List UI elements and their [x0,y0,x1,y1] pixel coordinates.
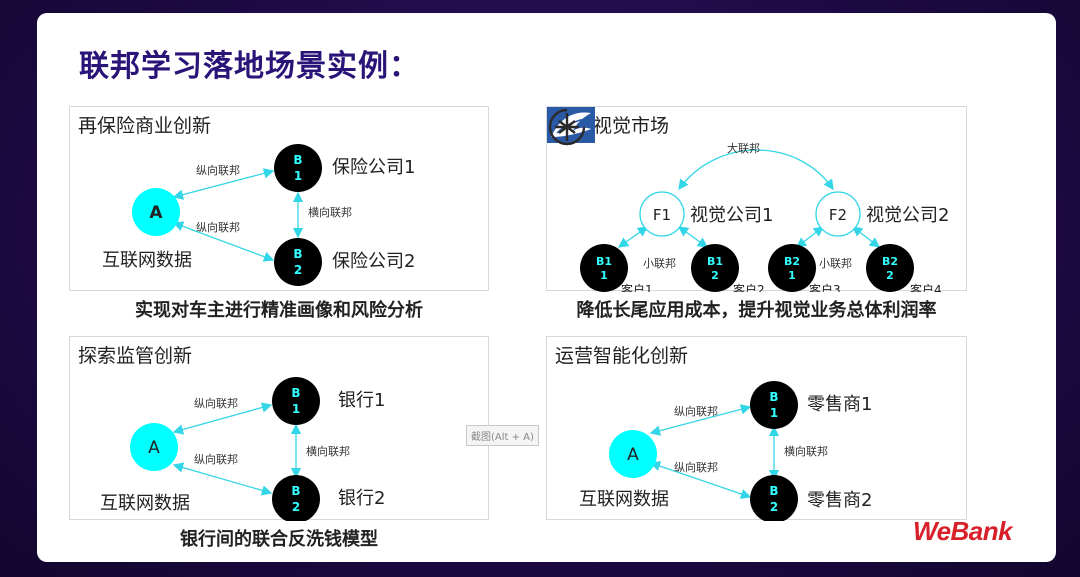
label-b2: 零售商2 [807,490,872,511]
label-a: 互联网数据 [579,489,669,510]
panel-title: 再保险商业创新 [78,115,212,137]
node-b2-top: B [769,484,778,498]
node-b2-top: B [291,484,300,498]
node-a-label: A [148,438,160,458]
f1-name: 视觉公司1 [690,205,773,226]
node-a-label: A [149,203,163,223]
node-b2-top: B [293,247,302,261]
node-a-label: A [627,445,639,465]
slide: 联邦学习落地场景实例： 再保险商业创新 纵向联邦 纵向联邦 横向联邦 A B 1… [37,13,1056,562]
client-node-bottom: 1 [788,269,796,282]
client-node [866,244,914,292]
node-b2-bottom: 2 [294,263,302,277]
regulation-diagram: 纵向联邦 纵向联邦 横向联邦 A B 1 B 2 互联网数据 银行1 银行2 [100,377,385,521]
client-label: 客户2 [733,282,765,292]
panel-operations: 运营智能化创新 纵向联邦 纵向联邦 横向联邦 A B 1 B 2 互联网数据 零… [546,336,967,521]
label-b1: 银行1 [338,390,385,411]
edge-label-top: 纵向联邦 [194,396,238,410]
edge-a-b1 [172,402,273,435]
node-a [132,188,180,236]
webank-logo: WeBank [913,516,1013,546]
label-a: 互联网数据 [100,493,190,514]
node-b2 [272,475,320,521]
client-label: 客户4 [910,282,942,292]
caption-regulation: 银行间的联合反洗钱模型 [180,529,378,550]
node-b2-bottom: 2 [770,500,778,514]
client-node [768,244,816,292]
node-f1 [639,191,685,237]
node-b1-bottom: 1 [294,169,302,183]
big-fed-label: 大联邦 [727,141,760,155]
client-node [580,244,628,292]
client-node-bottom: 2 [711,269,719,282]
edge-a-b1 [172,168,275,200]
edge-a-b1 [649,404,752,436]
node-b1-top: B [293,153,302,167]
edge-label-vertical: 横向联邦 [308,205,352,219]
edge-label-bottom: 纵向联邦 [674,460,718,474]
node-b1-bottom: 1 [770,406,778,420]
edge-label-top: 纵向联邦 [674,404,718,418]
client-label: 客户1 [621,282,653,292]
label-a: 互联网数据 [102,250,192,271]
node-f2-label: F2 [829,206,847,224]
node-b1-top: B [291,386,300,400]
label-b2: 银行2 [338,488,385,509]
panel-regulation: 探索监管创新 纵向联邦 纵向联邦 横向联邦 A B 1 B 2 互联网数据 银行… [69,336,489,521]
screenshot-tooltip: 截图(Alt + A) [466,425,539,446]
small-fed-label-1: 小联邦 [643,257,676,270]
panel-reinsurance: 再保险商业创新 纵向联邦 纵向联邦 横向联邦 A B 1 B 2 互联网数据 保… [69,106,489,291]
node-b1-top: B [769,390,778,404]
edge-a-b2 [172,221,275,262]
edge-label-bottom: 纵向联邦 [196,220,240,234]
node-b2 [274,238,322,286]
label-b1: 零售商1 [807,394,872,415]
client-node-top: B2 [882,255,898,268]
client-node-top: B2 [784,255,800,268]
f2-name: 视觉公司2 [866,205,949,226]
node-b1-bottom: 1 [292,402,300,416]
vision-logo-2-icon [548,108,586,146]
node-f1-label: F1 [653,206,671,224]
edge-label-vertical: 横向联邦 [306,444,350,458]
edge-label-top: 纵向联邦 [196,163,240,177]
edge-big-fed [678,149,834,191]
node-b1 [750,381,798,429]
panel-title: 探索监管创新 [78,345,193,367]
caption-vision: 降低长尾应用成本，提升视觉业务总体利润率 [576,300,937,321]
client-node-bottom: 1 [600,269,608,282]
client-node-top: B1 [596,255,612,268]
node-a [130,423,178,471]
client-node [691,244,739,292]
vision-diagram: 大联邦 F1 F2 视觉公司1 视觉公司2 小联邦 小联邦 B1 1 客户1 B… [580,141,949,292]
caption-reinsurance: 实现对车主进行精准画像和风险分析 [135,300,423,321]
label-b1: 保险公司1 [332,157,415,178]
label-b2: 保险公司2 [332,251,415,272]
edge-f1-c2 [677,226,709,248]
operations-diagram: 纵向联邦 纵向联邦 横向联邦 A B 1 B 2 互联网数据 零售商1 零售商2 [579,381,872,521]
node-a [609,430,657,478]
edge-f2-c3 [795,226,825,248]
edge-f1-c1 [617,226,649,248]
panel-vision: 机器视觉市场 大联邦 F1 [546,106,967,292]
edge-label-bottom: 纵向联邦 [194,452,238,466]
node-b1 [272,377,320,425]
client-node-top: B1 [707,255,723,268]
edge-label-vertical: 横向联邦 [784,444,828,458]
edge-f2-c4 [851,226,881,248]
client-label: 客户3 [809,282,841,292]
node-b2 [750,475,798,521]
edge-a-b2 [649,461,752,499]
small-fed-label-2: 小联邦 [819,257,852,270]
node-b1 [274,144,322,192]
reinsurance-diagram: 纵向联邦 纵向联邦 横向联邦 A B 1 B 2 互联网数据 保险公司1 保险公… [102,144,415,286]
page-title: 联邦学习落地场景实例： [79,49,420,84]
node-f2 [815,191,861,237]
panel-title: 运营智能化创新 [555,345,689,367]
client-node-bottom: 2 [886,269,894,282]
edge-a-b2 [172,462,273,496]
node-b2-bottom: 2 [292,500,300,514]
